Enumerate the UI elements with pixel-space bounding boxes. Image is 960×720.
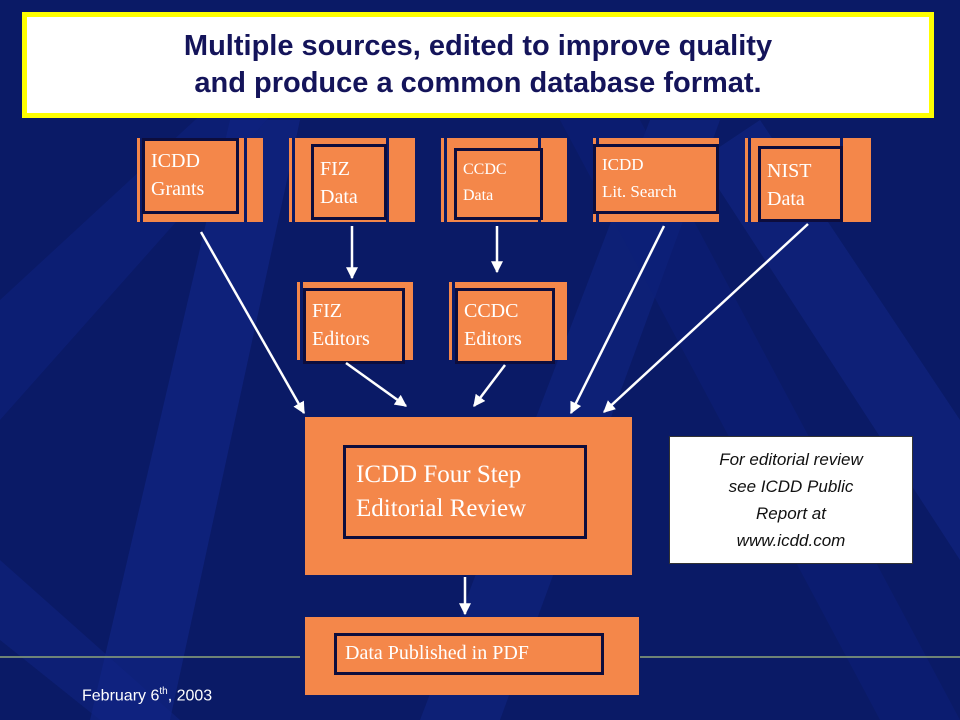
note-box: For editorial review see ICDD Public Rep… <box>669 436 913 564</box>
source-5-line1: NIST <box>767 160 812 182</box>
arrow-lit-search-to-review <box>569 225 666 415</box>
published-text: Data Published in PDF <box>345 642 529 664</box>
source-2-line2: Data <box>320 186 358 208</box>
source-box-nist-data: NIST Data <box>745 138 871 222</box>
title-line-1: Multiple sources, edited to improve qual… <box>183 30 773 62</box>
source-label-ccdc-data: CCDC Data <box>454 148 543 220</box>
footer-date: February 6th, 2003 <box>82 686 212 705</box>
source-4-line2: Lit. Search <box>602 182 677 201</box>
source-box-ccdc-data: CCDC Data <box>441 138 567 222</box>
source-box-fiz-data: FIZ Data <box>289 138 415 222</box>
editor-2-line1: CCDC <box>464 300 519 322</box>
arrow-grants-to-review <box>199 231 306 415</box>
review-line1: ICDD Four Step <box>356 461 522 488</box>
note-line2: see ICDD Public <box>728 477 854 496</box>
note-line3: Report at <box>756 504 826 523</box>
source-label-nist-data: NIST Data <box>758 146 843 222</box>
source-label-icdd-grants: ICDD Grants <box>142 138 239 214</box>
published-box: Data Published in PDF <box>305 617 639 695</box>
source-label-fiz-data: FIZ Data <box>311 144 387 220</box>
source-2-line1: FIZ <box>320 158 350 180</box>
source-3-line1: CCDC <box>463 161 507 178</box>
title-box: Multiple sources, edited to improve qual… <box>22 12 934 118</box>
arrow-nist-to-review <box>603 223 809 413</box>
footer-year: , 2003 <box>167 687 213 705</box>
source-3-line2: Data <box>463 187 494 204</box>
editor-label-ccdc: CCDC Editors <box>455 288 555 364</box>
source-label-icdd-lit-search: ICDD Lit. Search <box>593 144 719 214</box>
note-line1: For editorial review <box>719 450 863 469</box>
review-box: ICDD Four Step Editorial Review <box>305 417 632 575</box>
arrow-ccdc-editors-to-review <box>473 364 506 407</box>
editor-1-line1: FIZ <box>312 300 342 322</box>
title-line-2: and produce a common database format. <box>194 67 762 99</box>
note-line4: www.icdd.com <box>736 531 846 550</box>
review-label: ICDD Four Step Editorial Review <box>343 445 587 539</box>
source-1-line2: Grants <box>151 178 205 200</box>
editor-box-ccdc: CCDC Editors <box>449 282 567 364</box>
source-4-line1: ICDD <box>602 155 644 174</box>
editor-2-line2: Editors <box>464 328 522 350</box>
source-box-icdd-lit-search: ICDD Lit. Search <box>593 138 719 222</box>
editor-label-fiz: FIZ Editors <box>303 288 405 364</box>
footer-month-day: February 6 <box>82 687 160 705</box>
source-1-line1: ICDD <box>151 150 200 172</box>
source-5-line2: Data <box>767 188 805 210</box>
editor-box-fiz: FIZ Editors <box>297 282 413 364</box>
review-line2: Editorial Review <box>356 495 527 522</box>
published-label: Data Published in PDF <box>334 633 604 675</box>
source-box-icdd-grants: ICDD Grants <box>137 138 263 222</box>
editor-1-line2: Editors <box>312 328 370 350</box>
footer-suffix: th <box>159 686 168 697</box>
arrow-fiz-editors-to-review <box>345 361 407 408</box>
